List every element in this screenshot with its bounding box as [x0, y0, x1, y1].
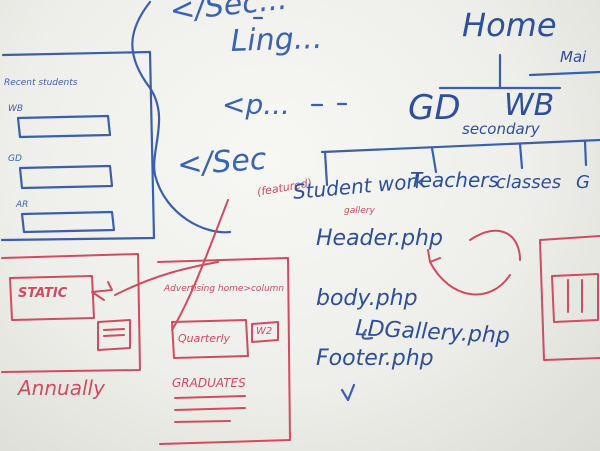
- red-lines-1: [103, 328, 125, 337]
- red-arrow: [91, 281, 113, 301]
- red-box-right: [539, 235, 600, 361]
- wireframe-label-ar: AR: [16, 200, 29, 210]
- note-sec-bottom: </Sec: [176, 141, 268, 183]
- sitemap-home: Home: [462, 6, 557, 44]
- red-diagonal-2: [114, 261, 219, 296]
- wireframe-field-gd: [18, 164, 114, 190]
- drop-g: [583, 140, 588, 167]
- sitemap-gd: GD: [408, 88, 461, 128]
- red-arc-right: [469, 229, 521, 261]
- red-w2-label: W2: [256, 326, 273, 337]
- red-static-label: STATIC: [18, 286, 68, 301]
- wireframe-title: Recent students: [4, 78, 78, 88]
- note-gallery: gallery: [344, 206, 375, 216]
- branch-curve: [361, 328, 374, 340]
- red-arc-left: [429, 261, 511, 296]
- red-quarterly-box: [171, 319, 249, 359]
- red-diagonal: [171, 199, 229, 331]
- red-quarterly-label: Quarterly: [178, 332, 231, 345]
- red-box-left: [1, 253, 141, 373]
- wireframe-box: [0, 50, 156, 242]
- wireframe-field-wb: [16, 114, 112, 139]
- file-header-php: Header.php: [316, 226, 443, 251]
- drop-student: [323, 150, 329, 187]
- sitemap-wb: WB: [504, 88, 555, 123]
- wireframe-label-gd: GD: [8, 154, 22, 164]
- wireframe-field-ar: [20, 210, 116, 234]
- red-annually-label: Annually: [18, 376, 105, 400]
- gallery-arrow: [340, 383, 356, 402]
- sitemap-node-teachers: Teachers: [410, 168, 499, 192]
- file-body-php: body.php: [316, 286, 418, 311]
- brace-curve: [131, 0, 232, 234]
- main-bar: [528, 70, 600, 77]
- red-graduates-label: GRADUATES: [172, 376, 246, 390]
- drop-teachers: [430, 146, 438, 174]
- note-ling: Ling...: [230, 20, 323, 59]
- sitemap-node-classes: classes: [496, 172, 562, 193]
- red-lines-2: [174, 395, 246, 423]
- red-advertising-label: Advertising home>column: [164, 284, 285, 294]
- file-footer-php: Footer.php: [316, 346, 434, 371]
- red-arrow-head: [427, 249, 441, 263]
- red-w2-box: [251, 321, 279, 343]
- sitemap-main: Mai: [560, 48, 587, 66]
- secondary-bar: [320, 138, 600, 154]
- note-cp: <p...: [222, 88, 290, 121]
- red-right-box: [551, 273, 599, 323]
- sitemap-node-g: G: [576, 172, 590, 193]
- red-static-box: [9, 275, 95, 321]
- drop-classes: [518, 142, 524, 170]
- red-right-bars: [567, 279, 583, 313]
- wireframe-label-wb: WB: [8, 104, 24, 114]
- sitemap-secondary: secondary: [462, 120, 540, 138]
- red-small-box: [97, 319, 131, 351]
- red-box-mid: [157, 257, 291, 445]
